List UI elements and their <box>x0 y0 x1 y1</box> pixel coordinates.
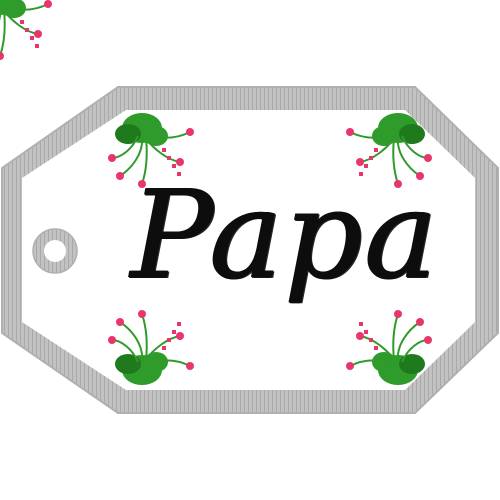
eyelet-hole <box>44 240 66 262</box>
tag-panel <box>22 110 475 390</box>
